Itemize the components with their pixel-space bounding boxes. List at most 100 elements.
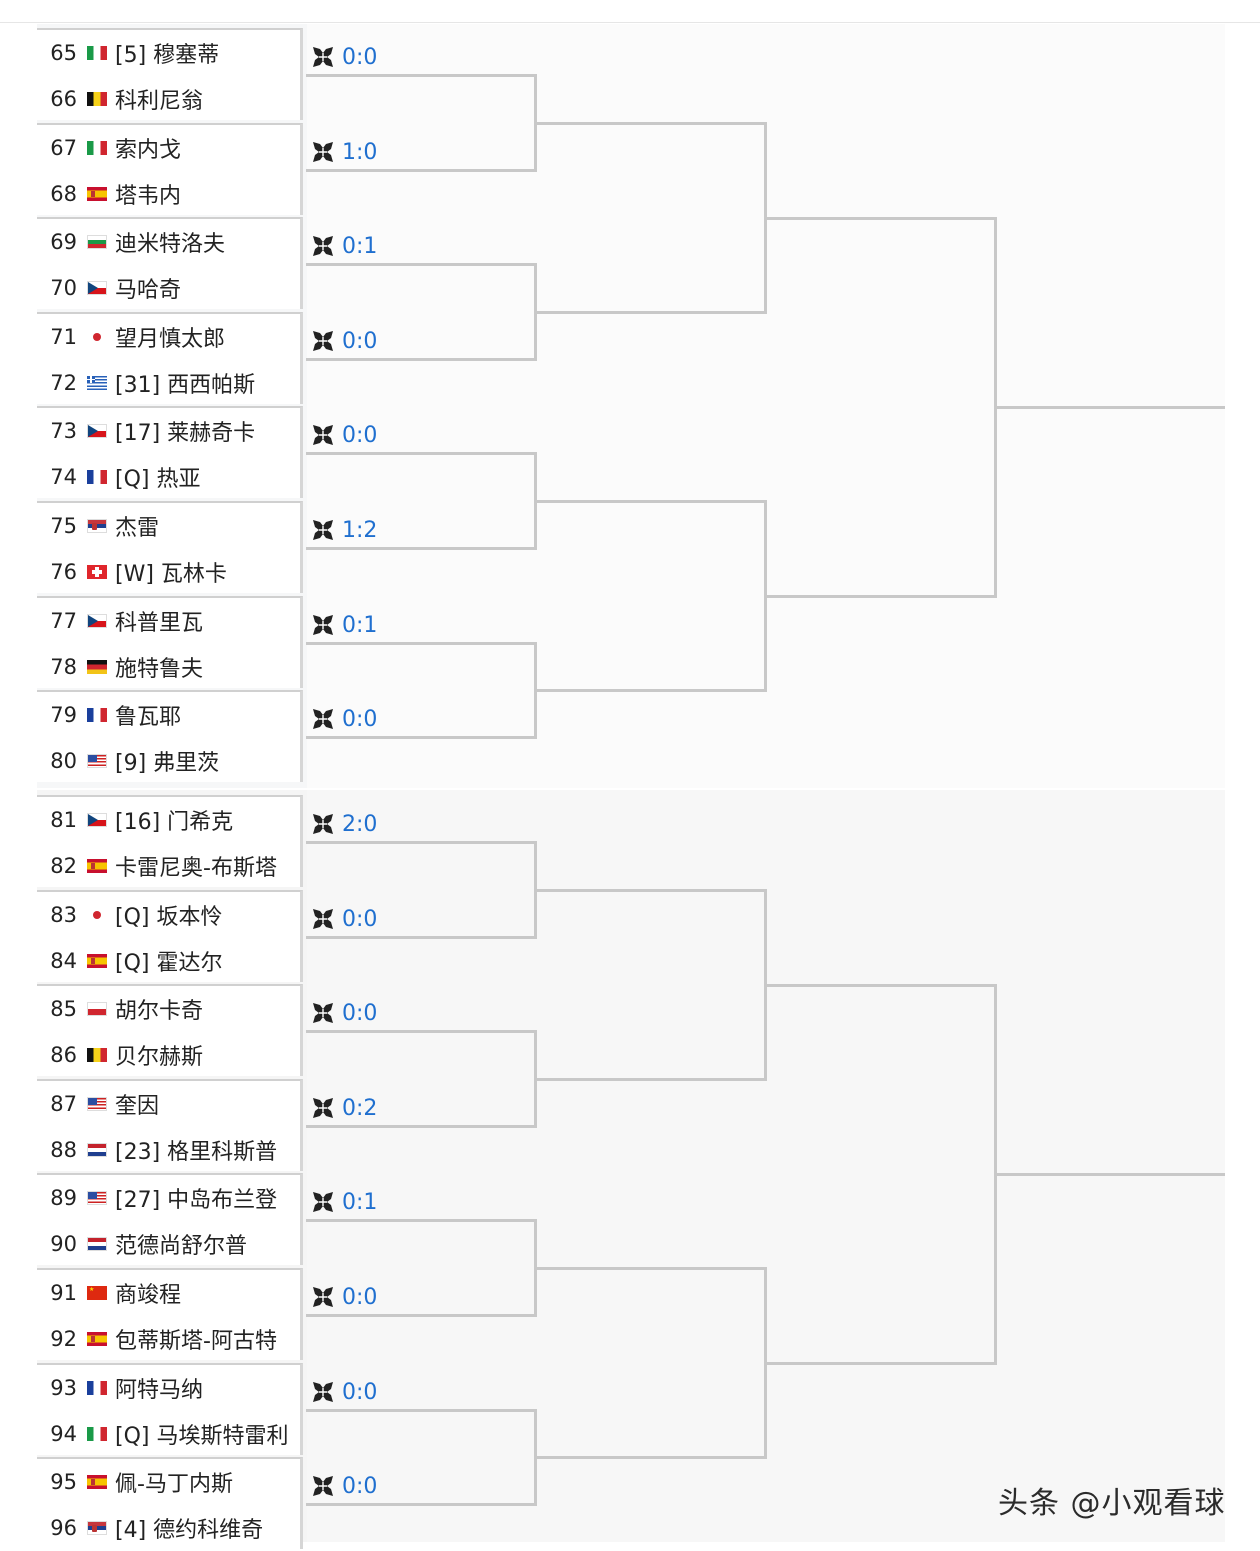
- flag-es-icon: [87, 859, 107, 873]
- player-name: 迪米特洛夫: [115, 232, 226, 257]
- bracket-connector: [306, 358, 534, 361]
- bracket-connector: [534, 452, 537, 550]
- bracket-connector: [534, 841, 537, 939]
- bracket-connector: [306, 1125, 534, 1128]
- player-row[interactable]: 74[Q] 热亚: [37, 454, 303, 500]
- head-to-head-score[interactable]: 0:2: [310, 1093, 377, 1123]
- head-to-head-score[interactable]: 1:0: [310, 137, 377, 167]
- player-name: 马哈奇: [115, 278, 182, 303]
- crossed-rackets-icon: [313, 520, 333, 540]
- player-row[interactable]: 76[W] 瓦林卡: [37, 549, 303, 595]
- score-text: 0:0: [342, 1000, 378, 1026]
- player-row[interactable]: 84[Q] 霍达尔: [37, 938, 303, 984]
- head-to-head-score[interactable]: 0:0: [310, 704, 377, 734]
- player-name: 施特鲁夫: [115, 657, 204, 682]
- flag-fr-icon: [87, 708, 107, 722]
- bracket-connector: [536, 689, 764, 692]
- score-text: 0:0: [342, 422, 378, 448]
- player-row[interactable]: 65[5] 穆塞蒂: [37, 30, 303, 76]
- draw-position: 79: [50, 703, 77, 727]
- flag-cz-icon: [87, 813, 107, 827]
- bracket-connector: [764, 889, 767, 1081]
- player-name: 卡雷尼奥-布斯塔: [115, 856, 277, 881]
- draw-position: 89: [50, 1186, 77, 1210]
- player-row[interactable]: 89[27] 中岛布兰登: [37, 1175, 303, 1221]
- head-to-head-score[interactable]: 0:1: [310, 231, 377, 261]
- player-row[interactable]: 96[4] 德约科维奇: [37, 1505, 303, 1551]
- player-row[interactable]: 83[Q] 坂本怜: [37, 892, 303, 938]
- head-to-head-score[interactable]: 2:0: [310, 809, 377, 839]
- player-row[interactable]: 88[23] 格里科斯普: [37, 1127, 303, 1173]
- player-row[interactable]: 91★商竣程: [37, 1270, 303, 1316]
- head-to-head-score[interactable]: 0:0: [310, 1282, 377, 1312]
- player-name: 阿特马纳: [115, 1378, 204, 1403]
- head-to-head-score[interactable]: 1:2: [310, 515, 377, 545]
- flag-jp-icon: [87, 330, 107, 344]
- head-to-head-score[interactable]: 0:0: [310, 326, 377, 356]
- flag-fr-icon: [87, 1381, 107, 1395]
- draw-position: 84: [50, 949, 77, 973]
- player-row[interactable]: 72[31] 西西帕斯: [37, 360, 303, 406]
- head-to-head-score[interactable]: 0:0: [310, 1471, 377, 1501]
- head-to-head-score[interactable]: 0:1: [310, 1187, 377, 1217]
- crossed-rackets-icon: [313, 615, 333, 635]
- flag-cz-icon: [87, 424, 107, 438]
- head-to-head-score[interactable]: 0:0: [310, 904, 377, 934]
- bracket-connector: [994, 217, 997, 598]
- player-row[interactable]: 81[16] 门希克: [37, 797, 303, 843]
- head-to-head-score[interactable]: 0:0: [310, 1377, 377, 1407]
- player-name: [W] 瓦林卡: [115, 562, 227, 587]
- head-to-head-score[interactable]: 0:0: [310, 998, 377, 1028]
- player-row[interactable]: 80[9] 弗里茨: [37, 738, 303, 784]
- player-row[interactable]: 73[17] 莱赫奇卡: [37, 408, 303, 454]
- player-name: [16] 门希克: [115, 810, 234, 835]
- bracket-connector: [534, 263, 537, 361]
- bracket-connector: [306, 1314, 534, 1317]
- bracket-connector: [306, 736, 534, 739]
- watermark: 头条 @小观看球: [998, 1486, 1226, 1521]
- crossed-rackets-icon: [313, 709, 333, 729]
- head-to-head-score[interactable]: 0:0: [310, 42, 377, 72]
- flag-us-icon: [87, 1097, 107, 1111]
- flag-be-icon: [87, 92, 107, 106]
- player-name: 科普里瓦: [115, 611, 204, 636]
- head-to-head-score[interactable]: 0:1: [310, 610, 377, 640]
- head-to-head-score[interactable]: 0:0: [310, 420, 377, 450]
- player-row[interactable]: 94[Q] 马埃斯特雷利: [37, 1411, 303, 1457]
- flag-cn-icon: ★: [87, 1286, 107, 1300]
